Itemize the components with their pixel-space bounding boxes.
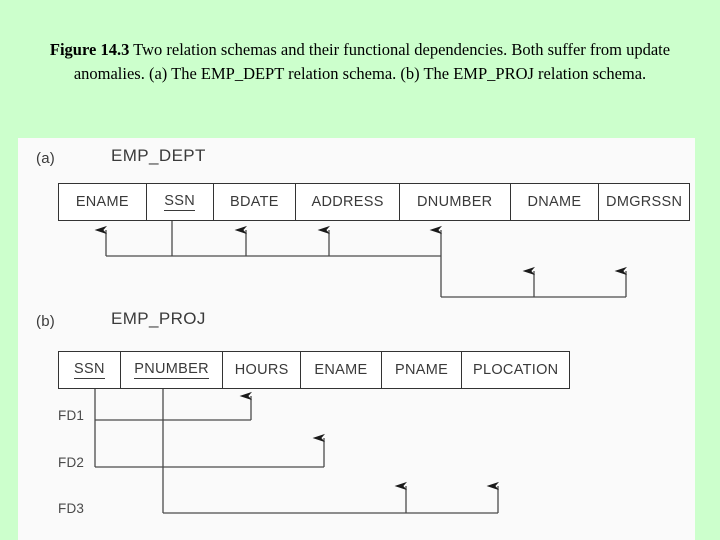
attribute-label: DNUMBER (417, 194, 493, 210)
figure-caption-text: Two relation schemas and their functiona… (73, 40, 671, 83)
figure-panel: (a) EMP_DEPT ENAME SSN BDATE ADDRESS DNU… (18, 138, 695, 540)
part-label-b: (b) (36, 313, 55, 330)
attribute-label: SSN (164, 193, 195, 211)
attribute-label: BDATE (229, 194, 279, 210)
fd-label-fd1: FD1 (58, 408, 85, 423)
attribute-label: DMGRSSN (606, 194, 683, 210)
attribute-dname-a[interactable]: DNAME (511, 184, 600, 220)
attribute-hours-b[interactable]: HOURS (223, 352, 302, 388)
attribute-label: DNAME (527, 194, 582, 210)
attribute-label: PLOCATION (473, 362, 559, 378)
attribute-label: PNUMBER (134, 361, 209, 379)
schema-title-emp-dept: EMP_DEPT (111, 146, 206, 165)
schema-title-emp-proj: EMP_PROJ (111, 309, 206, 328)
attribute-plocation-b[interactable]: PLOCATION (462, 352, 569, 388)
attribute-dnumber-a[interactable]: DNUMBER (400, 184, 511, 220)
figure-caption: Figure 14.3 Two relation schemas and the… (30, 38, 690, 86)
attribute-label: ENAME (75, 194, 129, 210)
relation-emp-proj: SSN PNUMBER HOURS ENAME PNAME PLOCATION (58, 351, 570, 389)
attribute-ssn-a[interactable]: SSN (147, 184, 214, 220)
attribute-label: ENAME (314, 362, 368, 378)
attribute-address-a[interactable]: ADDRESS (296, 184, 400, 220)
attribute-pname-b[interactable]: PNAME (382, 352, 463, 388)
attribute-dmgrssn-a[interactable]: DMGRSSN (599, 184, 689, 220)
fd-label-fd3: FD3 (58, 501, 85, 516)
attribute-ename-a[interactable]: ENAME (59, 184, 147, 220)
figure-number: Figure 14.3 (49, 40, 130, 59)
attribute-label: SSN (74, 361, 105, 379)
attribute-label: HOURS (234, 362, 289, 378)
attribute-ssn-b[interactable]: SSN (59, 352, 121, 388)
attribute-ename-b[interactable]: ENAME (301, 352, 382, 388)
attribute-pnumber-b[interactable]: PNUMBER (121, 352, 224, 388)
attribute-bdate-a[interactable]: BDATE (214, 184, 297, 220)
part-label-a: (a) (36, 150, 55, 167)
fd-label-fd2: FD2 (58, 455, 85, 470)
attribute-label: ADDRESS (311, 194, 384, 210)
relation-emp-dept: ENAME SSN BDATE ADDRESS DNUMBER DNAME DM… (58, 183, 690, 221)
attribute-label: PNAME (395, 362, 449, 378)
